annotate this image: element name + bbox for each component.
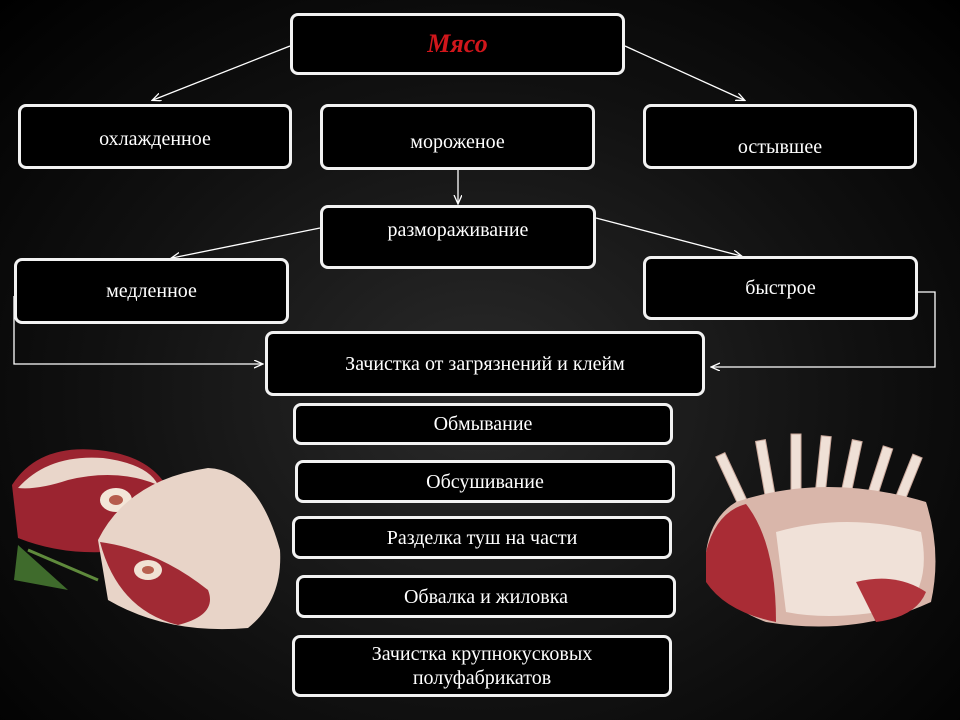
node-cooled-label: остывшее (737, 136, 823, 158)
node-fast-label: быстрое (745, 277, 816, 299)
step-drying-label: Обсушивание (426, 470, 544, 493)
arrow-thawing-to-slow (172, 227, 321, 258)
arrow-root-to-cooled (624, 45, 744, 100)
step-trimming: Зачистка крупнокусковых полуфабрикатов (292, 635, 672, 697)
step-trimming-label: Зачистка крупнокусковых полуфабрикатов (371, 643, 593, 689)
node-thawing-label: размораживание (387, 219, 529, 241)
arrow-root-to-chilled (153, 45, 291, 100)
node-frozen: мороженое (320, 104, 595, 170)
step-cutting: Разделка туш на части (292, 516, 672, 559)
meat-leg-image (12, 449, 281, 630)
node-chilled: охлажденное (18, 104, 292, 169)
step-deboning-label: Обвалка и жиловка (403, 585, 569, 608)
node-chilled-label: охлажденное (99, 128, 211, 150)
step-drying: Обсушивание (295, 460, 675, 503)
step-cutting-label: Разделка туш на части (386, 526, 578, 549)
node-thawing: размораживание (320, 205, 596, 269)
meat-rack-image (706, 433, 936, 627)
node-root-label: Мясо (427, 29, 488, 59)
node-root: Мясо (290, 13, 625, 75)
step-cleaning-label: Зачистка от загрязнений и клейм (345, 352, 625, 375)
step-deboning: Обвалка и жиловка (296, 575, 676, 618)
arrow-fast-to-cleaning (712, 291, 936, 367)
step-washing: Обмывание (293, 403, 673, 445)
node-cooled: остывшее (643, 104, 917, 169)
arrow-thawing-to-fast (595, 217, 741, 256)
node-slow: медленное (14, 258, 289, 324)
step-washing-label: Обмывание (433, 413, 533, 435)
node-slow-label: медленное (106, 280, 197, 302)
node-frozen-label: мороженое (410, 131, 505, 153)
node-fast: быстрое (643, 256, 918, 320)
step-cleaning: Зачистка от загрязнений и клейм (265, 331, 705, 396)
